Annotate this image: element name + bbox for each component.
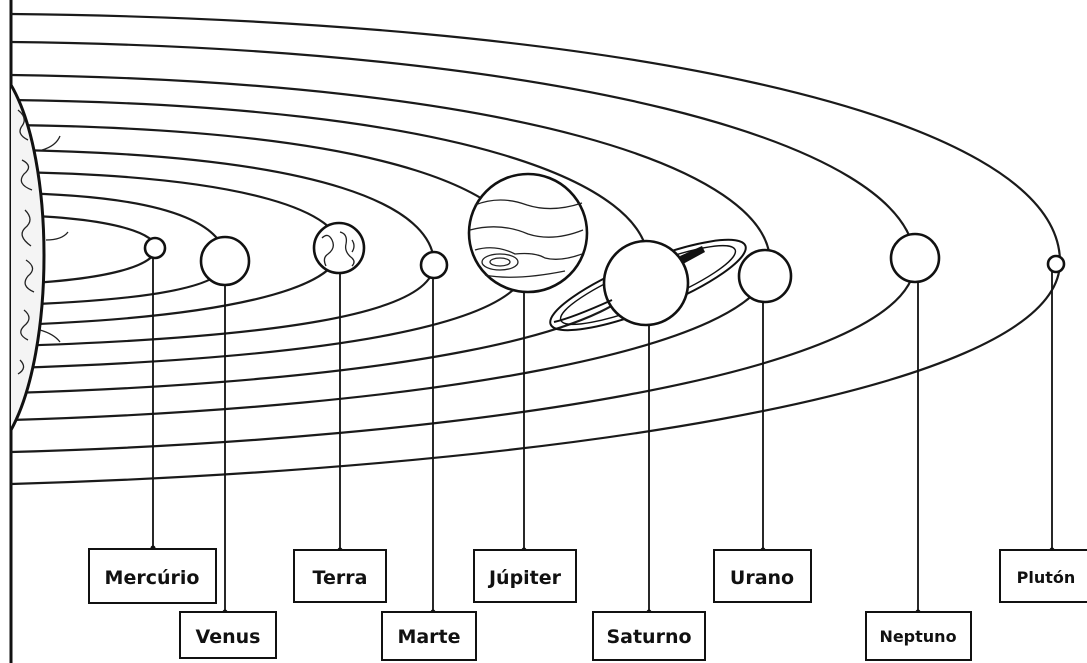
label-marte: Marte — [382, 612, 476, 660]
label-jupiter: Júpiter — [474, 550, 576, 602]
label-jupiter-text: Júpiter — [487, 567, 562, 589]
label-neptuno: Neptuno — [866, 612, 971, 660]
planet-jupiter — [469, 174, 587, 292]
label-mercurio-text: Mercúrio — [105, 567, 200, 589]
label-venus-text: Venus — [196, 626, 261, 648]
leader-dots — [151, 546, 1055, 615]
label-venus: Venus — [180, 612, 276, 658]
label-pluton: Plutón — [1000, 550, 1087, 602]
planet-venus — [201, 237, 249, 285]
planet-marte — [421, 252, 447, 278]
planet-urano — [739, 250, 791, 302]
sun — [11, 85, 68, 430]
label-terra-text: Terra — [313, 567, 368, 589]
label-saturno: Saturno — [593, 612, 705, 660]
sun-edge — [11, 85, 44, 430]
label-neptuno-text: Neptuno — [879, 627, 956, 646]
label-urano-text: Urano — [730, 567, 794, 589]
planet-mercurio — [145, 238, 165, 258]
label-urano: Urano — [714, 550, 811, 602]
label-pluton-text: Plutón — [1017, 568, 1076, 587]
labels: Mercúrio Venus Terra Marte Júpiter Satur… — [89, 549, 1087, 660]
label-marte-text: Marte — [397, 626, 460, 648]
label-mercurio: Mercúrio — [89, 549, 216, 603]
label-saturno-text: Saturno — [606, 626, 691, 648]
orbit-jupiter — [11, 125, 528, 368]
planet-neptuno — [891, 234, 939, 282]
planet-pluton — [1048, 256, 1064, 272]
planet-terra — [314, 223, 364, 273]
label-terra: Terra — [294, 550, 386, 602]
